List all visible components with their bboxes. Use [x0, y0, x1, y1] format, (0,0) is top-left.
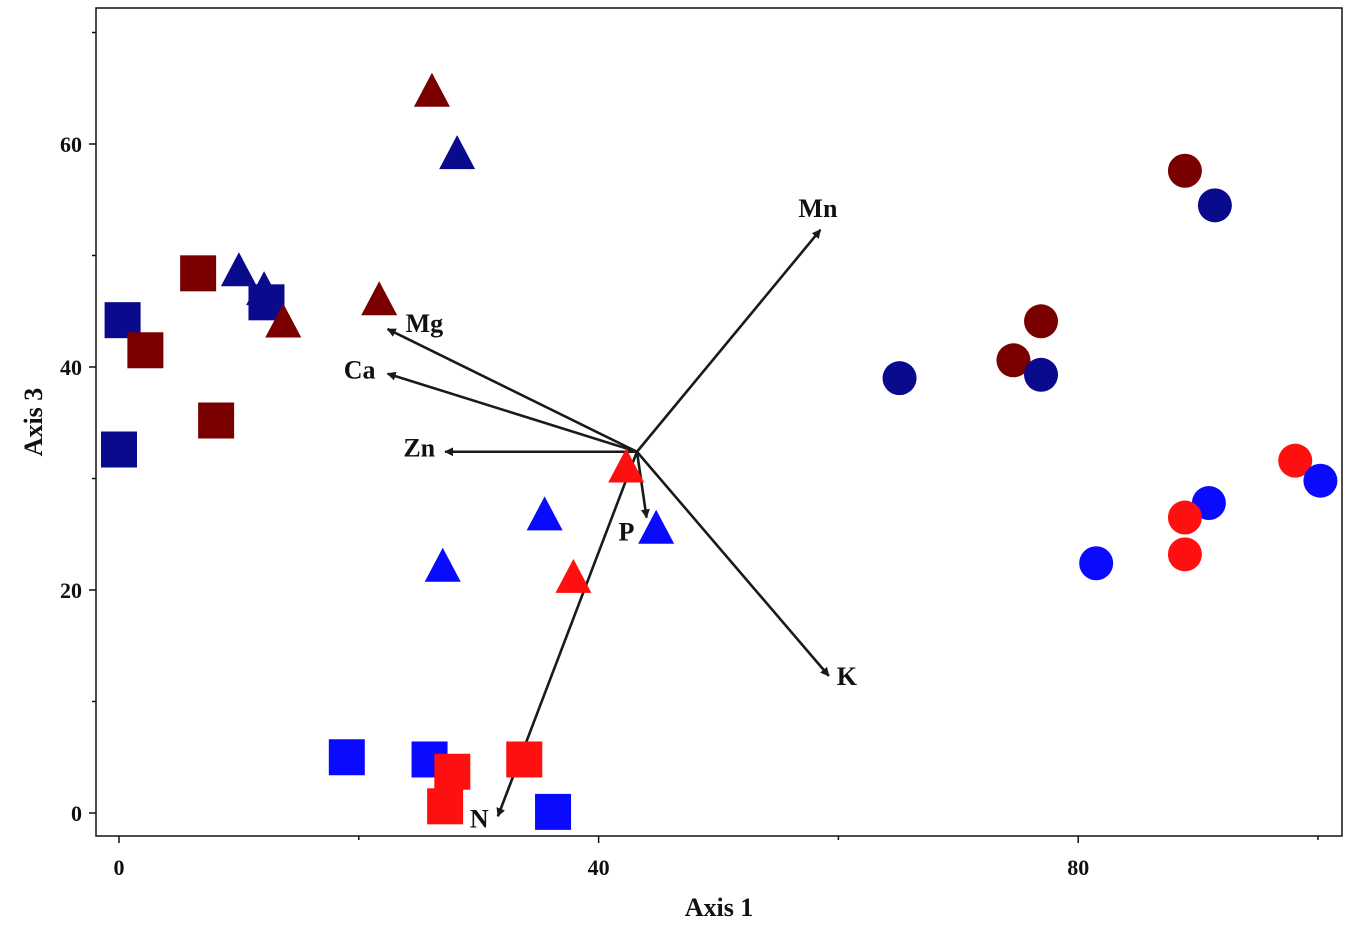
vector-label-k: K: [837, 662, 858, 691]
y-tick-label: 40: [60, 355, 82, 380]
vector-arrow-ca: [386, 371, 638, 453]
vector-label-mg: Mg: [406, 309, 444, 338]
square-point: [104, 302, 141, 339]
vector-arrow-mn: [635, 229, 822, 453]
vector-label-n: N: [470, 804, 489, 833]
x-tick-label: 0: [114, 855, 125, 880]
triangle-point: [413, 72, 450, 107]
square-point: [434, 753, 471, 790]
circle-point: [1278, 443, 1313, 478]
x-axis-title: Axis 1: [685, 893, 754, 922]
x-axis: 0 40 80: [114, 836, 1319, 880]
circle-point: [1167, 500, 1202, 535]
triangle-point: [220, 252, 257, 287]
circle-point: [1079, 546, 1114, 581]
triangle-point: [265, 303, 302, 338]
circle-point: [1167, 537, 1202, 572]
y-axis: 0 20 40 60: [60, 31, 96, 826]
triangle-point: [555, 558, 592, 593]
square-point: [101, 431, 137, 468]
square-point: [506, 741, 543, 778]
vector-label-mn: Mn: [798, 194, 838, 223]
y-tick-label: 20: [60, 578, 82, 603]
vector-label-ca: Ca: [344, 356, 376, 385]
circle-point: [1167, 153, 1202, 188]
circle-point: [1024, 304, 1059, 339]
y-tick-label: 0: [71, 801, 82, 826]
triangle-point: [424, 547, 461, 582]
circle-point: [996, 343, 1031, 378]
triangle-point: [526, 496, 563, 531]
triangle-point: [608, 448, 645, 483]
vector-arrow-p: [635, 451, 650, 519]
square-point: [198, 402, 235, 439]
y-tick-label: 60: [60, 132, 82, 157]
square-point: [180, 255, 217, 292]
x-tick-label: 80: [1067, 855, 1089, 880]
y-axis-title: Axis 3: [19, 388, 48, 457]
triangle-point: [638, 509, 675, 544]
vector-arrow-k: [635, 450, 830, 677]
sample-points: [101, 72, 1338, 830]
circle-point: [1197, 188, 1232, 223]
vector-arrow-mg: [386, 327, 638, 453]
x-tick-label: 40: [588, 855, 610, 880]
square-point: [328, 739, 365, 776]
square-point: [127, 332, 164, 369]
triangle-point: [246, 271, 283, 306]
vector-label-p: P: [619, 518, 635, 547]
circle-point: [882, 361, 917, 396]
vector-label-zn: Zn: [403, 434, 435, 463]
square-point: [427, 788, 464, 825]
circle-point: [1303, 463, 1338, 498]
square-point: [535, 793, 572, 830]
plot-frame: [95, 7, 1343, 837]
triangle-point: [439, 135, 476, 170]
triangle-point: [361, 281, 398, 316]
circle-point: [1024, 357, 1059, 392]
